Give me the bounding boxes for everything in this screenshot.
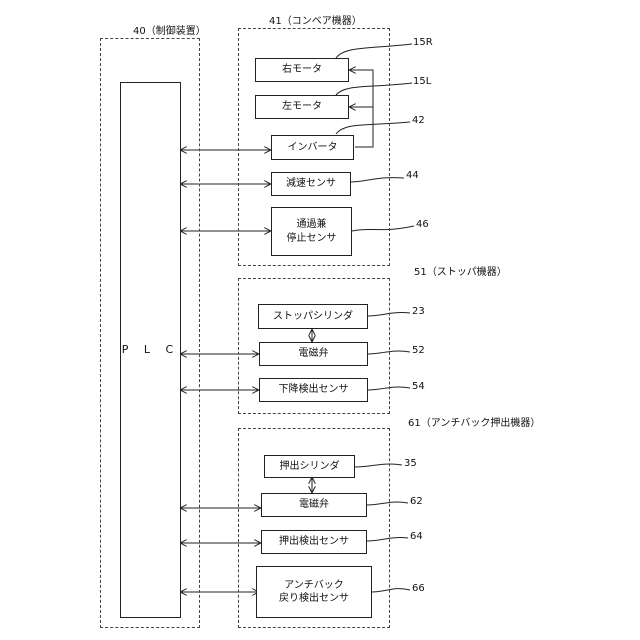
ref-62: 62 xyxy=(410,496,423,507)
inverter-box: インバータ xyxy=(271,135,354,160)
ref-54: 54 xyxy=(412,381,425,392)
stopper-cylinder-box: ストッパシリンダ xyxy=(258,304,368,329)
plc-box: P L C xyxy=(120,82,181,618)
ref-15R: 15R xyxy=(413,37,433,48)
ref-44: 44 xyxy=(406,170,419,181)
ref-66: 66 xyxy=(412,583,425,594)
ref-46: 46 xyxy=(416,219,429,230)
stopper-solenoid-valve-box: 電磁弁 xyxy=(259,342,368,366)
ref-35: 35 xyxy=(404,458,417,469)
left-motor-box: 左モータ xyxy=(255,95,349,119)
stopper-equipment-title: 51（ストッパ機器） xyxy=(414,263,507,278)
conveyor-equipment-title: 41（コンベア機器） xyxy=(269,12,362,27)
push-cylinder-box: 押出シリンダ xyxy=(264,455,355,478)
descent-detection-sensor-box: 下降検出センサ xyxy=(259,378,368,402)
ref-42: 42 xyxy=(412,115,425,126)
antiback-equipment-title: 61（アンチバック押出機器） xyxy=(408,414,540,429)
antiback-return-sensor-box: アンチバック 戻り検出センサ xyxy=(256,566,372,618)
ref-64: 64 xyxy=(410,531,423,542)
ref-52: 52 xyxy=(412,345,425,356)
pass-stop-sensor-box: 通過兼 停止センサ xyxy=(271,207,352,256)
ref-23: 23 xyxy=(412,306,425,317)
push-detection-sensor-box: 押出検出センサ xyxy=(261,530,367,554)
control-device-title: 40（制御装置） xyxy=(133,22,206,37)
ref-15L: 15L xyxy=(413,76,431,87)
right-motor-box: 右モータ xyxy=(255,58,349,82)
deceleration-sensor-box: 減速センサ xyxy=(271,172,351,196)
antiback-solenoid-valve-box: 電磁弁 xyxy=(261,493,367,517)
